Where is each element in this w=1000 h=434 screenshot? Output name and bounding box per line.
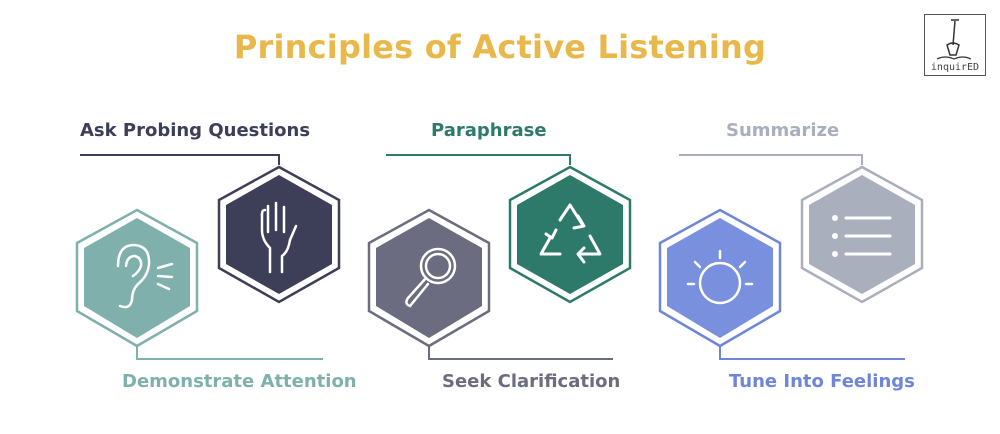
- hexagon-ask: [217, 165, 341, 304]
- label-summarize: Summarize: [726, 120, 840, 141]
- logo-text: inquirED: [930, 62, 980, 73]
- page-title: Principles of Active Listening: [233, 28, 767, 66]
- label-paraphrase: Paraphrase: [431, 120, 547, 141]
- ask-connector: [80, 154, 280, 165]
- attention-connector: [136, 346, 323, 360]
- hexagon-clarification: [367, 208, 491, 348]
- list-icon: [832, 215, 892, 257]
- paraphrase-connector: [386, 154, 571, 165]
- hexagon-paraphrase: [508, 165, 632, 304]
- magnifier-icon: [405, 247, 457, 308]
- inquired-logo: inquirED: [924, 14, 986, 76]
- label-ask-probing-questions: Ask Probing Questions: [80, 120, 311, 141]
- label-seek-clarification: Seek Clarification: [442, 371, 621, 392]
- clarification-connector: [428, 346, 613, 360]
- sun-icon: [686, 249, 754, 305]
- label-demonstrate-attention: Demonstrate Attention: [122, 371, 357, 392]
- shovel-book-icon: [936, 19, 972, 60]
- ear-icon: [116, 243, 174, 309]
- recycle-icon: [539, 203, 602, 264]
- summarize-connector: [679, 154, 863, 165]
- feelings-connector: [719, 346, 905, 360]
- hexagon-feelings: [658, 208, 782, 348]
- label-tune-into-feelings: Tune Into Feelings: [729, 371, 915, 392]
- raised-hand-icon: [260, 201, 298, 274]
- hexagon-attention: [75, 208, 199, 348]
- hexagon-summarize: [800, 165, 924, 304]
